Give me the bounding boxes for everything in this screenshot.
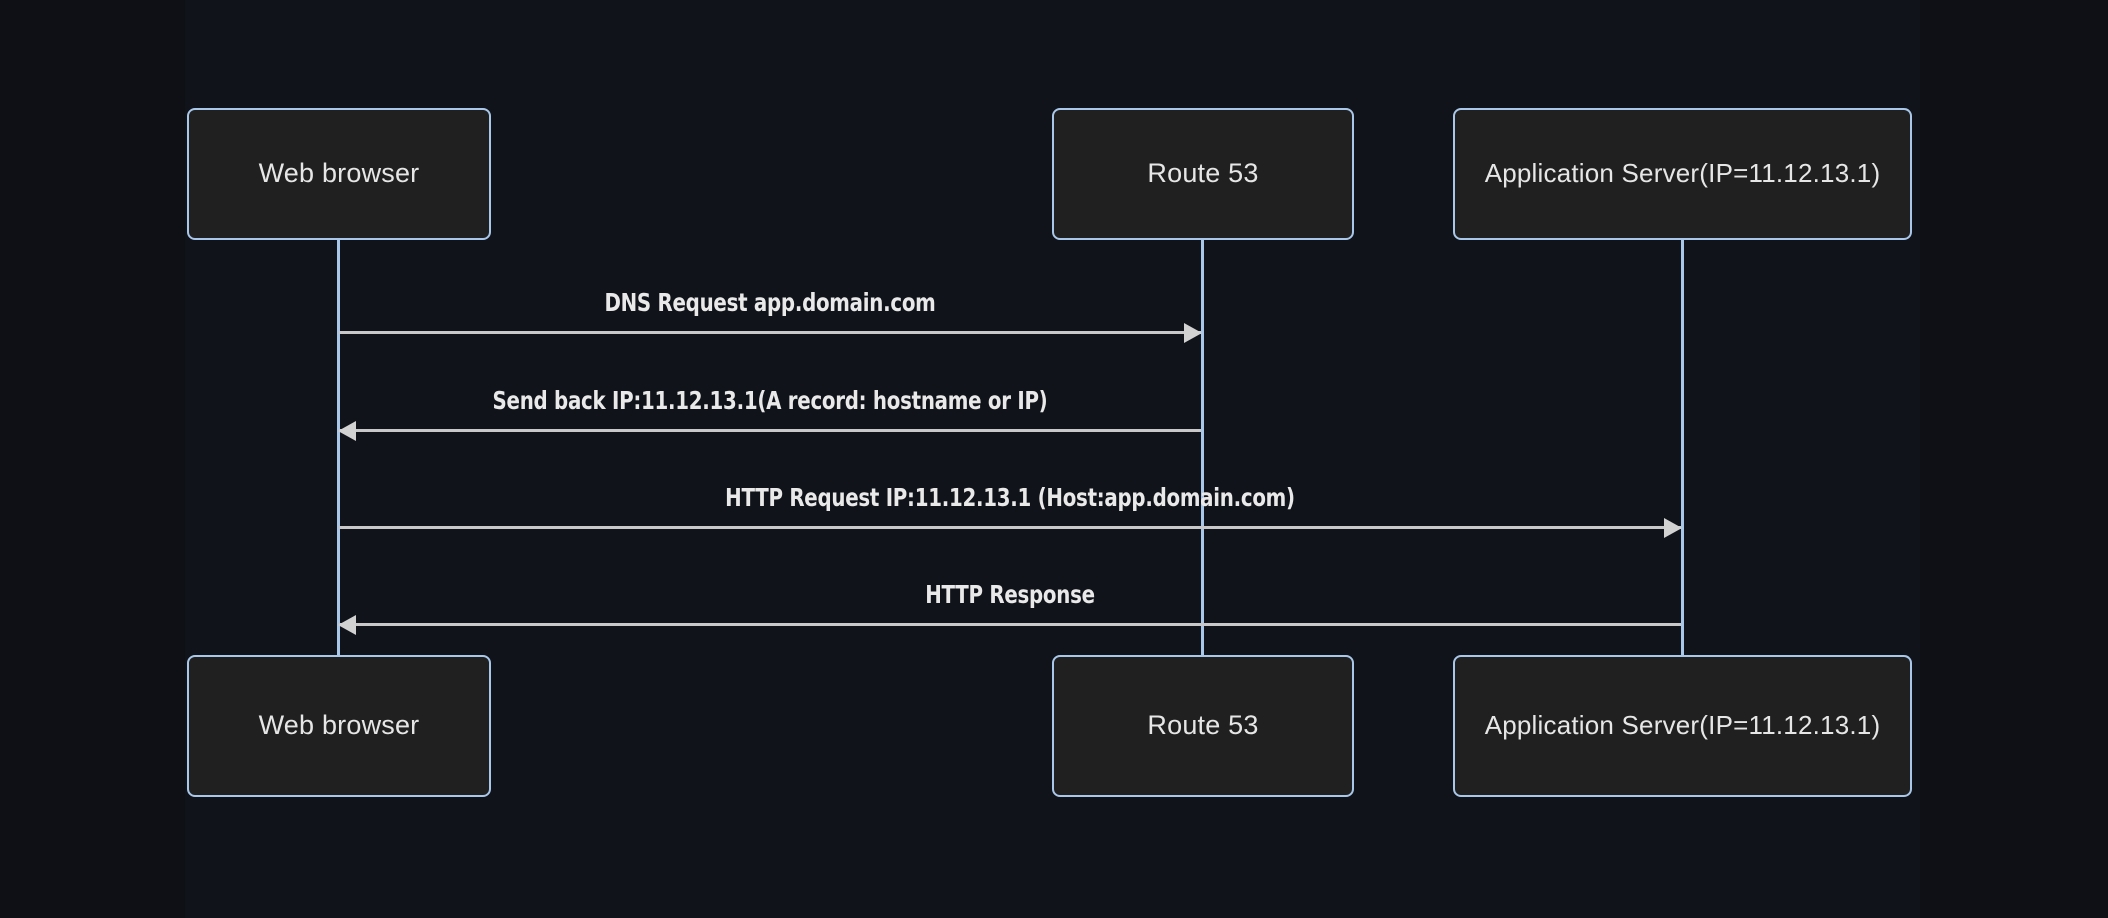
message-label-dns-response: Send back IP:11.12.13.1(A record: hostna… (492, 386, 1048, 415)
arrowhead-right-icon (1184, 323, 1202, 343)
lifeline-route-53 (1201, 240, 1204, 655)
participant-box-route-53-bottom[interactable]: Route 53 (1052, 655, 1354, 797)
lifeline-application-server (1681, 240, 1684, 655)
arrowhead-left-icon (338, 421, 356, 441)
message-label-http-response: HTTP Response (925, 580, 1095, 609)
participant-label-web-browser-top: Web browser (258, 158, 420, 189)
participant-label-application-server-bottom: Application Server(IP=11.12.13.1) (1484, 710, 1881, 741)
participant-box-web-browser-top[interactable]: Web browser (187, 108, 491, 240)
participant-box-web-browser-bottom[interactable]: Web browser (187, 655, 491, 797)
message-line-http-request (339, 526, 1681, 529)
arrowhead-left-icon (338, 615, 356, 635)
message-line-http-response (339, 623, 1681, 626)
participant-box-route-53-top[interactable]: Route 53 (1052, 108, 1354, 240)
message-line-dns-request (339, 331, 1201, 334)
participant-label-application-server-top: Application Server(IP=11.12.13.1) (1484, 158, 1881, 189)
participant-label-route-53-top: Route 53 (1147, 158, 1259, 189)
participant-box-application-server-bottom[interactable]: Application Server(IP=11.12.13.1) (1453, 655, 1912, 797)
lifeline-web-browser (337, 240, 340, 655)
message-label-dns-request: DNS Request app.domain.com (604, 288, 936, 317)
participant-label-web-browser-bottom: Web browser (258, 710, 420, 741)
message-line-dns-response (339, 429, 1201, 432)
participant-label-route-53-bottom: Route 53 (1147, 710, 1259, 741)
participant-box-application-server-top[interactable]: Application Server(IP=11.12.13.1) (1453, 108, 1912, 240)
arrowhead-right-icon (1664, 518, 1682, 538)
message-label-http-request: HTTP Request IP:11.12.13.1 (Host:app.dom… (725, 483, 1295, 512)
